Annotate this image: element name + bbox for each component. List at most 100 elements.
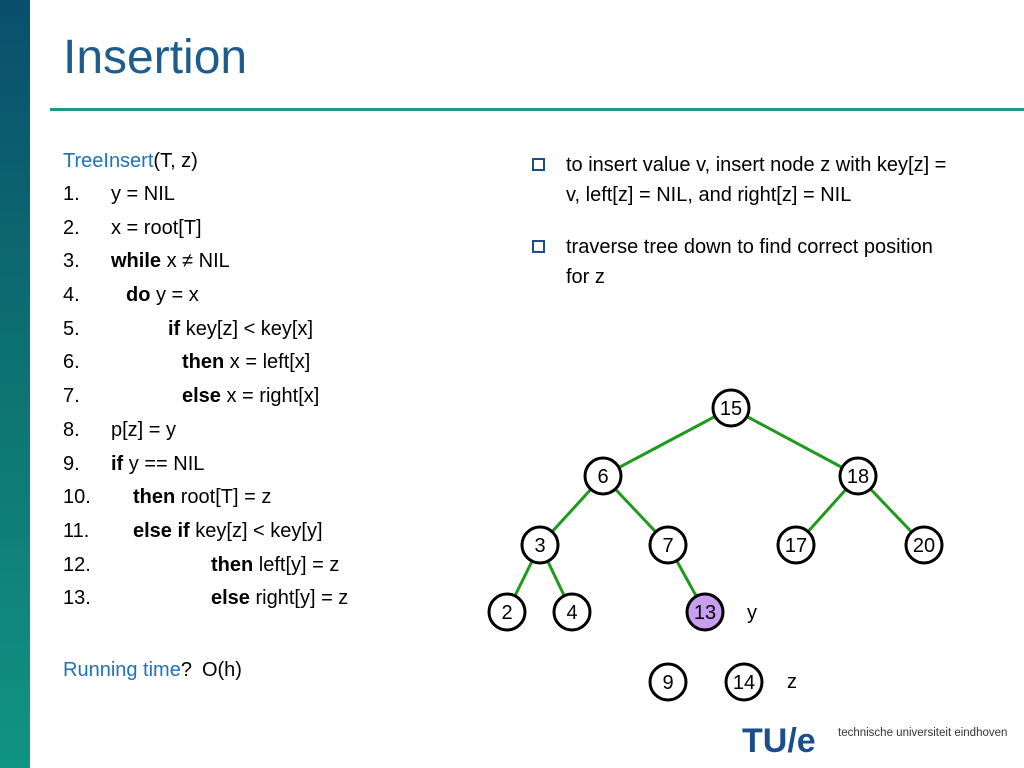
line-statement: p[z] = y xyxy=(111,414,176,448)
line-keyword: while xyxy=(111,250,162,273)
sidebar-band xyxy=(0,0,30,768)
code-line: 8. p[z] = y xyxy=(63,414,198,448)
line-keyword: if xyxy=(111,452,124,475)
line-keyword: then xyxy=(211,553,254,576)
code-line: 7. else x = right[x] xyxy=(63,380,319,414)
function-name: TreeInsert xyxy=(63,150,154,172)
tree-edges xyxy=(505,406,926,613)
running-time-label: Running time xyxy=(63,659,181,681)
line-statement: y = NIL xyxy=(111,178,175,212)
bullet-list: to insert value v, insert node z with ke… xyxy=(530,150,960,314)
line-statement: then left[y] = z xyxy=(211,549,339,583)
tree-node: 3 xyxy=(520,525,560,565)
line-text: y = x xyxy=(150,284,199,307)
title-divider xyxy=(50,108,1024,111)
tree-node: 18 xyxy=(838,456,878,496)
line-text: x = right[x] xyxy=(220,385,320,408)
node-label: 9 xyxy=(662,672,673,694)
bullet-item: traverse tree down to find correct posit… xyxy=(530,232,960,292)
line-text: y = NIL xyxy=(111,183,175,205)
line-number: 3. xyxy=(63,250,80,273)
tree-node: 4 xyxy=(552,592,592,632)
line-text: x ≠ NIL xyxy=(161,250,230,273)
line-number: 8. xyxy=(63,418,80,441)
square-bullet-icon xyxy=(532,240,545,253)
code-line: 10.then root[T] = z xyxy=(63,481,271,515)
node-label: 17 xyxy=(785,535,807,557)
tree-node-highlighted: 13 xyxy=(685,592,725,632)
line-text: key[z] < key[x] xyxy=(180,317,314,340)
line-number: 6. xyxy=(63,351,80,374)
line-keyword: then xyxy=(133,486,176,509)
tree-node-new: 14 xyxy=(724,662,764,702)
code-line: 2.x = root[T] xyxy=(63,212,202,246)
node-label: 7 xyxy=(662,535,673,557)
line-statement: else right[y] = z xyxy=(211,582,348,616)
line-keyword: else xyxy=(182,385,221,408)
code-line: 9. if y == NIL xyxy=(63,448,204,482)
line-text: right[y] = z xyxy=(249,587,349,610)
line-text: y == NIL xyxy=(123,452,205,475)
tree-node-new: 9 xyxy=(648,662,688,702)
edge-15-18 xyxy=(730,406,859,478)
line-statement: if y == NIL xyxy=(111,448,204,482)
line-number: 1. xyxy=(63,183,80,205)
square-bullet-icon xyxy=(532,158,545,171)
node-label: 14 xyxy=(733,672,755,694)
line-text: p[z] = y xyxy=(111,418,177,441)
line-text: key[z] < key[y] xyxy=(189,519,323,542)
function-signature: TreeInsert(T, z) xyxy=(63,150,198,178)
code-line: 12. then left[y] = z xyxy=(63,549,339,583)
line-text: root[T] = z xyxy=(175,486,272,509)
running-time: Running time? O(h) xyxy=(63,659,242,682)
tree-node: 7 xyxy=(648,525,688,565)
line-statement: then root[T] = z xyxy=(133,481,271,515)
code-line: 5. if key[z] < key[x] xyxy=(63,313,313,347)
tree-node: 6 xyxy=(583,456,623,496)
node-label: 3 xyxy=(534,535,545,557)
bullet-text: to insert value v, insert node z with ke… xyxy=(566,154,947,206)
code-line: 13. else right[y] = z xyxy=(63,582,348,616)
university-name: technische universiteit eindhoven xyxy=(838,727,1008,739)
line-number: 9. xyxy=(63,452,80,475)
running-time-question: ? xyxy=(180,659,192,681)
line-statement: while x ≠ NIL xyxy=(111,245,230,279)
tree-node: 17 xyxy=(776,525,816,565)
bullet-text: traverse tree down to find correct posit… xyxy=(566,236,933,288)
line-number: 7. xyxy=(63,385,80,408)
line-number: 12. xyxy=(63,553,91,576)
node-label: 4 xyxy=(566,602,577,624)
code-line: 4. do y = x xyxy=(63,279,199,313)
line-keyword: else xyxy=(211,587,250,610)
line-text: x = left[x] xyxy=(224,351,311,374)
bullet-item: to insert value v, insert node z with ke… xyxy=(530,150,960,210)
tree-nodes: 15 6 18 3 7 17 20 2 4 13 9 14 xyxy=(487,388,944,702)
tue-logo-mark: TU/e xyxy=(742,722,816,760)
line-text: left[y] = z xyxy=(253,553,340,576)
line-keyword: do xyxy=(126,284,151,307)
node-label: 6 xyxy=(597,466,608,488)
pseudocode-block: TreeInsert(T, z) 1. y = NIL 2.x = root[T]… xyxy=(63,150,348,616)
line-keyword: else if xyxy=(133,519,190,542)
node-label: 2 xyxy=(501,602,512,624)
line-statement: if key[z] < key[x] xyxy=(168,313,313,347)
line-text: x = root[T] xyxy=(111,216,202,239)
node-label: 15 xyxy=(720,398,742,420)
line-number: 13. xyxy=(63,587,91,610)
line-statement: else x = right[x] xyxy=(182,380,319,414)
line-number: 5. xyxy=(63,317,80,340)
line-statement: then x = left[x] xyxy=(182,346,310,380)
tree-node: 2 xyxy=(487,592,527,632)
code-line: 1. y = NIL xyxy=(63,178,198,212)
edge-15-6 xyxy=(602,406,732,478)
line-statement: x = root[T] xyxy=(111,212,202,246)
pointer-label-z: z xyxy=(787,671,797,693)
line-number: 4. xyxy=(63,284,80,307)
tree-node: 15 xyxy=(711,388,751,428)
node-label: 20 xyxy=(913,535,935,557)
running-time-answer: O(h) xyxy=(201,659,242,681)
node-label: 18 xyxy=(847,466,869,488)
tree-node: 20 xyxy=(904,525,944,565)
node-label: 13 xyxy=(694,602,716,624)
